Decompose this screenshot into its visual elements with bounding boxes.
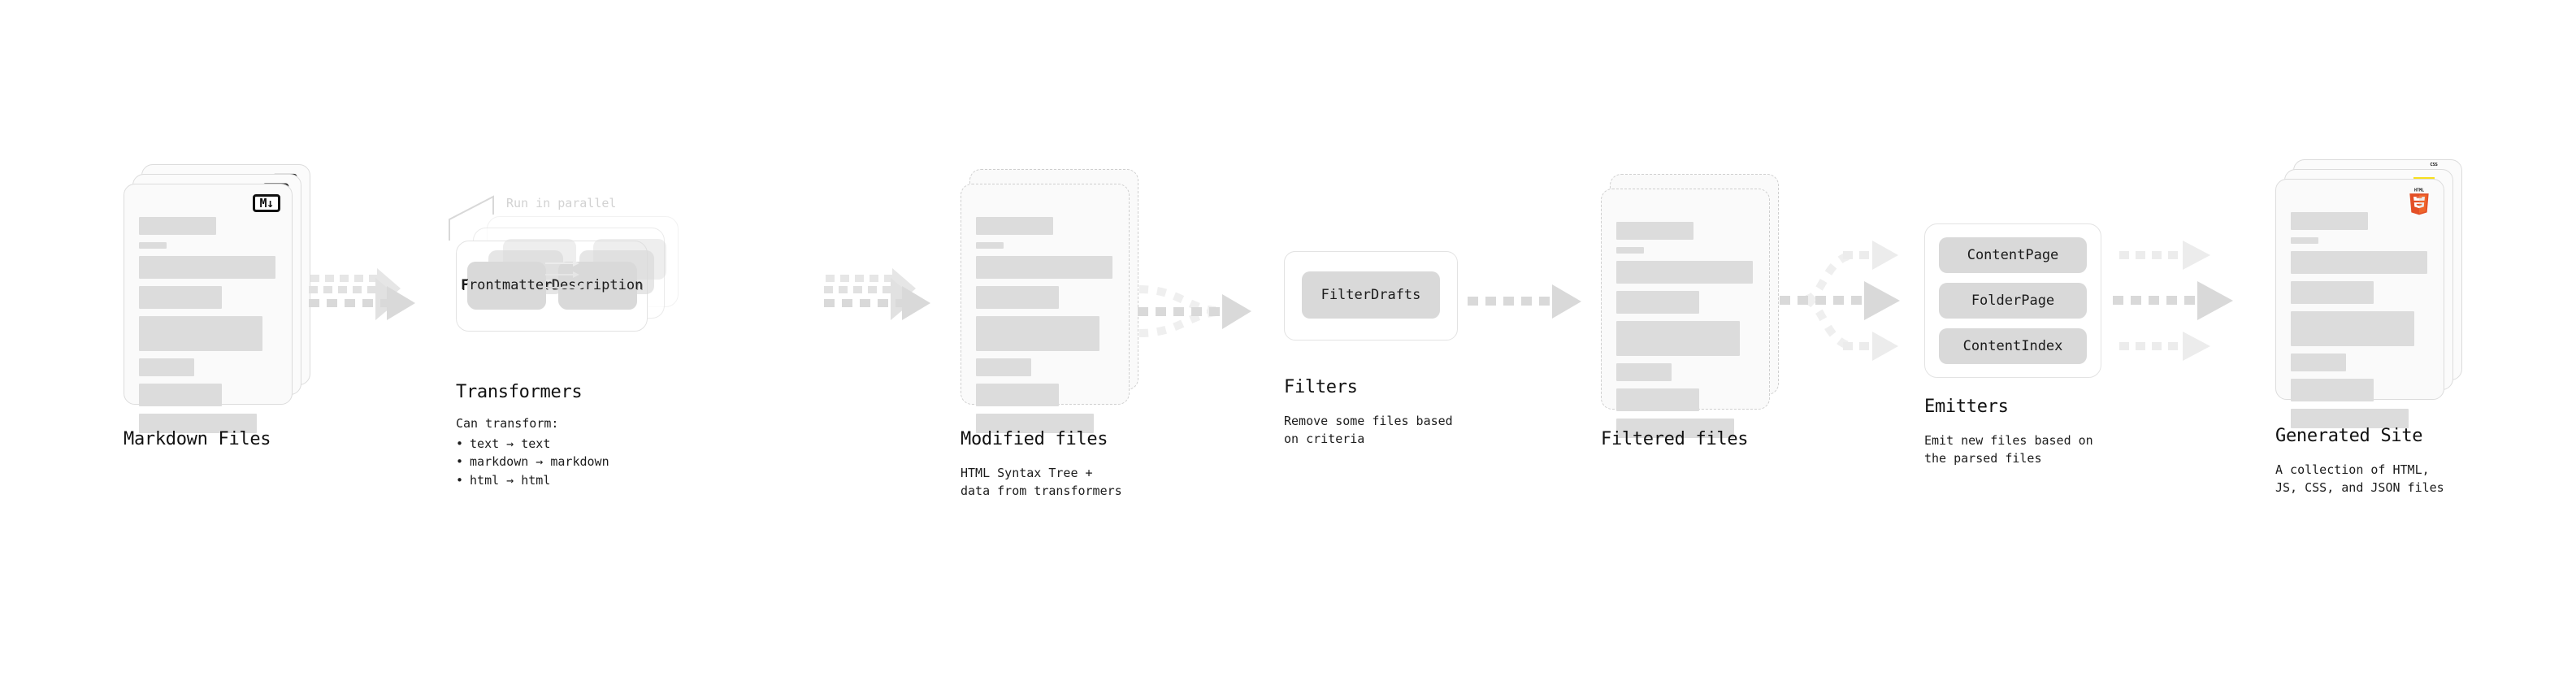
transformers-bullet: html → html — [456, 471, 609, 490]
run-in-parallel-label: Run in parallel — [506, 196, 617, 210]
emitter-chip-contentpage[interactable]: ContentPage — [1939, 237, 2087, 273]
content-bar — [139, 384, 222, 406]
document-card-front — [961, 184, 1130, 433]
transformers-bullet-list: text → text markdown → markdown html → h… — [456, 435, 609, 490]
markdown-document-stack: M↓ M↓ M↓ — [124, 164, 312, 433]
content-bar — [2291, 354, 2346, 371]
content-bar — [139, 414, 257, 433]
connector-filters-to-filtered — [1468, 284, 1581, 319]
document-card-front-html: HTML — [2275, 179, 2444, 428]
content-bar — [2291, 251, 2427, 274]
content-bar — [1616, 247, 1644, 254]
transformers-note: Can transform: text → text markdown → ma… — [456, 414, 609, 489]
content-bar — [1616, 388, 1699, 411]
content-bar — [1616, 291, 1699, 314]
document-card-front: M↓ — [124, 184, 293, 433]
transformer-chip-description-front[interactable]: Description — [552, 262, 643, 309]
stage-modified-files — [961, 164, 1149, 433]
stage-subtitle-modified-files: HTML Syntax Tree + data from transformer… — [961, 466, 1122, 498]
content-bar — [2291, 237, 2318, 244]
markdown-badge-icon: M↓ — [253, 194, 280, 212]
filtered-document-stack — [1601, 169, 1789, 438]
content-bar — [976, 414, 1094, 433]
transformer-chip-frontmatter-front[interactable]: Frontmatter — [461, 262, 552, 309]
content-bar — [1616, 321, 1740, 356]
document-content — [1616, 222, 1754, 445]
run-in-parallel-bracket-icon — [449, 195, 494, 241]
stage-title-transformers: Transformers — [456, 382, 583, 402]
stage-title-filtered-files: Filtered files — [1601, 429, 1749, 449]
stage-title-markdown-files: Markdown Files — [124, 429, 271, 449]
stage-subtitle-generated-site: A collection of HTML, JS, CSS, and JSON … — [2275, 462, 2444, 495]
emitter-chip-folderpage[interactable]: FolderPage — [1939, 283, 2087, 319]
connector-filtered-to-emitters — [1780, 241, 1900, 361]
document-card-front — [1601, 189, 1770, 438]
stage-subtitle-filters: Remove some files based on criteria — [1284, 414, 1453, 446]
stage-title-filters: Filters — [1284, 377, 1358, 397]
modified-document-stack — [961, 164, 1149, 433]
transformers-bullet: text → text — [456, 435, 609, 453]
html5-badge-icon: HTML — [2409, 189, 2429, 215]
content-bar — [139, 358, 194, 376]
content-bar — [139, 256, 275, 279]
content-bar — [976, 384, 1059, 406]
stage-title-generated-site: Generated Site — [2275, 426, 2423, 446]
transformers-bullet: markdown → markdown — [456, 453, 609, 471]
content-bar — [139, 286, 222, 309]
stage-title-emitters: Emitters — [1924, 397, 2009, 417]
transformer-inner-arrows-icon — [545, 260, 583, 292]
document-content — [976, 217, 1114, 440]
content-bar — [976, 316, 1099, 351]
content-bar — [2291, 212, 2368, 230]
generated-site-document-stack: HTML — [2275, 159, 2464, 428]
content-bar — [1616, 419, 1734, 438]
content-bar — [976, 286, 1059, 309]
content-bar — [139, 217, 216, 235]
content-bar — [976, 256, 1112, 279]
content-bar — [976, 358, 1031, 376]
content-bar — [1616, 363, 1672, 381]
content-bar — [2291, 409, 2409, 428]
content-bar — [2291, 379, 2374, 401]
svg-text:HTML: HTML — [2414, 189, 2424, 193]
emitter-chip-contentindex[interactable]: ContentIndex — [1939, 328, 2087, 364]
stage-subtitle-emitters: Emit new files based on the parsed files — [1924, 433, 2093, 466]
stage-generated-site: HTML — [2275, 159, 2464, 428]
content-bar — [139, 316, 262, 351]
content-bar — [1616, 222, 1693, 240]
content-bar — [976, 242, 1004, 249]
content-bar — [1616, 261, 1753, 284]
stage-filtered-files — [1601, 169, 1789, 438]
connector-modified-to-filters — [1138, 285, 1251, 337]
document-content — [2291, 212, 2429, 436]
content-bar — [2291, 281, 2374, 304]
content-bar — [2291, 311, 2414, 346]
content-bar — [139, 242, 167, 249]
connector-md-to-transformers — [309, 268, 415, 320]
stage-title-modified-files: Modified files — [961, 429, 1108, 449]
filter-chip-filterdrafts-front[interactable]: FilterDrafts — [1302, 271, 1440, 319]
document-content — [139, 217, 277, 440]
stage-markdown-files: M↓ M↓ M↓ — [124, 164, 312, 433]
connector-transformers-to-modified — [824, 268, 930, 320]
transformers-note-lead: Can transform: — [456, 416, 559, 431]
content-bar — [976, 217, 1053, 235]
connector-emitters-to-site — [2113, 241, 2233, 361]
